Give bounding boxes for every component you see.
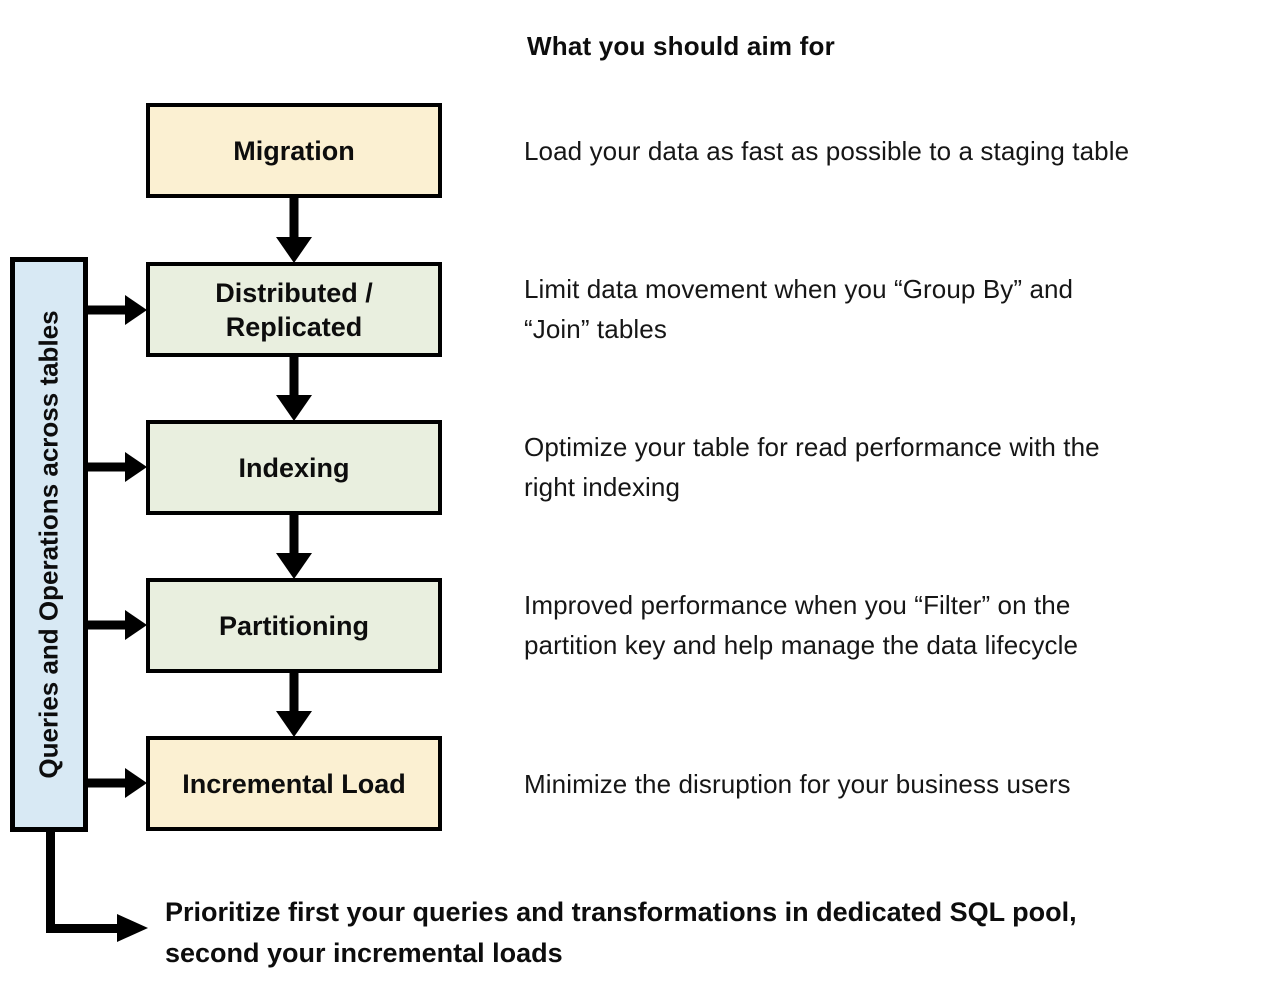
arrow-shaft: [289, 356, 299, 395]
aim-column-title: What you should aim for: [527, 31, 835, 61]
flow-box-partitioning: Partitioning: [146, 578, 442, 673]
description-migration: Load your data as fast as possible to a …: [524, 136, 1130, 166]
arrow-head: [125, 768, 147, 798]
flow-box-partitioning-label: Partitioning: [219, 610, 369, 641]
elbow-arrow-vertical-segment: [46, 827, 55, 933]
arrow-head: [276, 711, 312, 737]
sidebar-label: Queries and Operations across tables: [33, 310, 64, 779]
arrow-down-icon: [276, 197, 312, 263]
elbow-arrow-horizontal-segment: [46, 924, 117, 933]
arrow-head: [276, 553, 312, 579]
arrow-down-icon: [276, 514, 312, 579]
sidebar-queries-operations: Queries and Operations across tables: [10, 257, 88, 832]
footer-priority-note: Prioritize first your queries and transf…: [165, 897, 1077, 968]
arrow-shaft: [289, 514, 299, 553]
arrow-head: [125, 295, 147, 325]
arrow-head: [117, 914, 148, 942]
flow-box-indexing: Indexing: [146, 420, 442, 515]
flow-box-migration-label: Migration: [233, 135, 355, 166]
flow-box-distributed-replicated: Distributed / Replicated: [146, 262, 442, 357]
flow-box-indexing-label: Indexing: [238, 452, 350, 483]
arrow-right-icon: [83, 610, 147, 640]
arrow-shaft: [83, 462, 125, 472]
description-partitioning: Improved performance when you “Filter” o…: [524, 590, 1079, 660]
arrow-down-icon: [276, 356, 312, 421]
arrow-shaft: [83, 305, 125, 315]
arrow-head: [125, 452, 147, 482]
arrow-shaft: [289, 197, 299, 237]
arrow-down-icon: [276, 672, 312, 737]
flow-box-incremental-load-label: Incremental Load: [182, 768, 406, 799]
flow-box-migration: Migration: [146, 103, 442, 198]
description-indexing: Optimize your table for read performance…: [524, 432, 1100, 502]
arrow-right-icon: [83, 768, 147, 798]
flow-box-distributed-replicated-label: Distributed / Replicated: [215, 277, 373, 342]
arrow-shaft: [83, 778, 125, 788]
arrow-right-icon: [83, 452, 147, 482]
arrow-head: [276, 237, 312, 263]
description-incremental-load: Minimize the disruption for your busines…: [524, 769, 1071, 799]
description-distributed-replicated: Limit data movement when you “Group By” …: [524, 274, 1074, 344]
flow-box-incremental-load: Incremental Load: [146, 736, 442, 831]
arrow-shaft: [289, 672, 299, 711]
arrow-head: [125, 610, 147, 640]
arrow-right-icon: [83, 295, 147, 325]
arrow-head: [276, 395, 312, 421]
arrow-shaft: [83, 620, 125, 630]
